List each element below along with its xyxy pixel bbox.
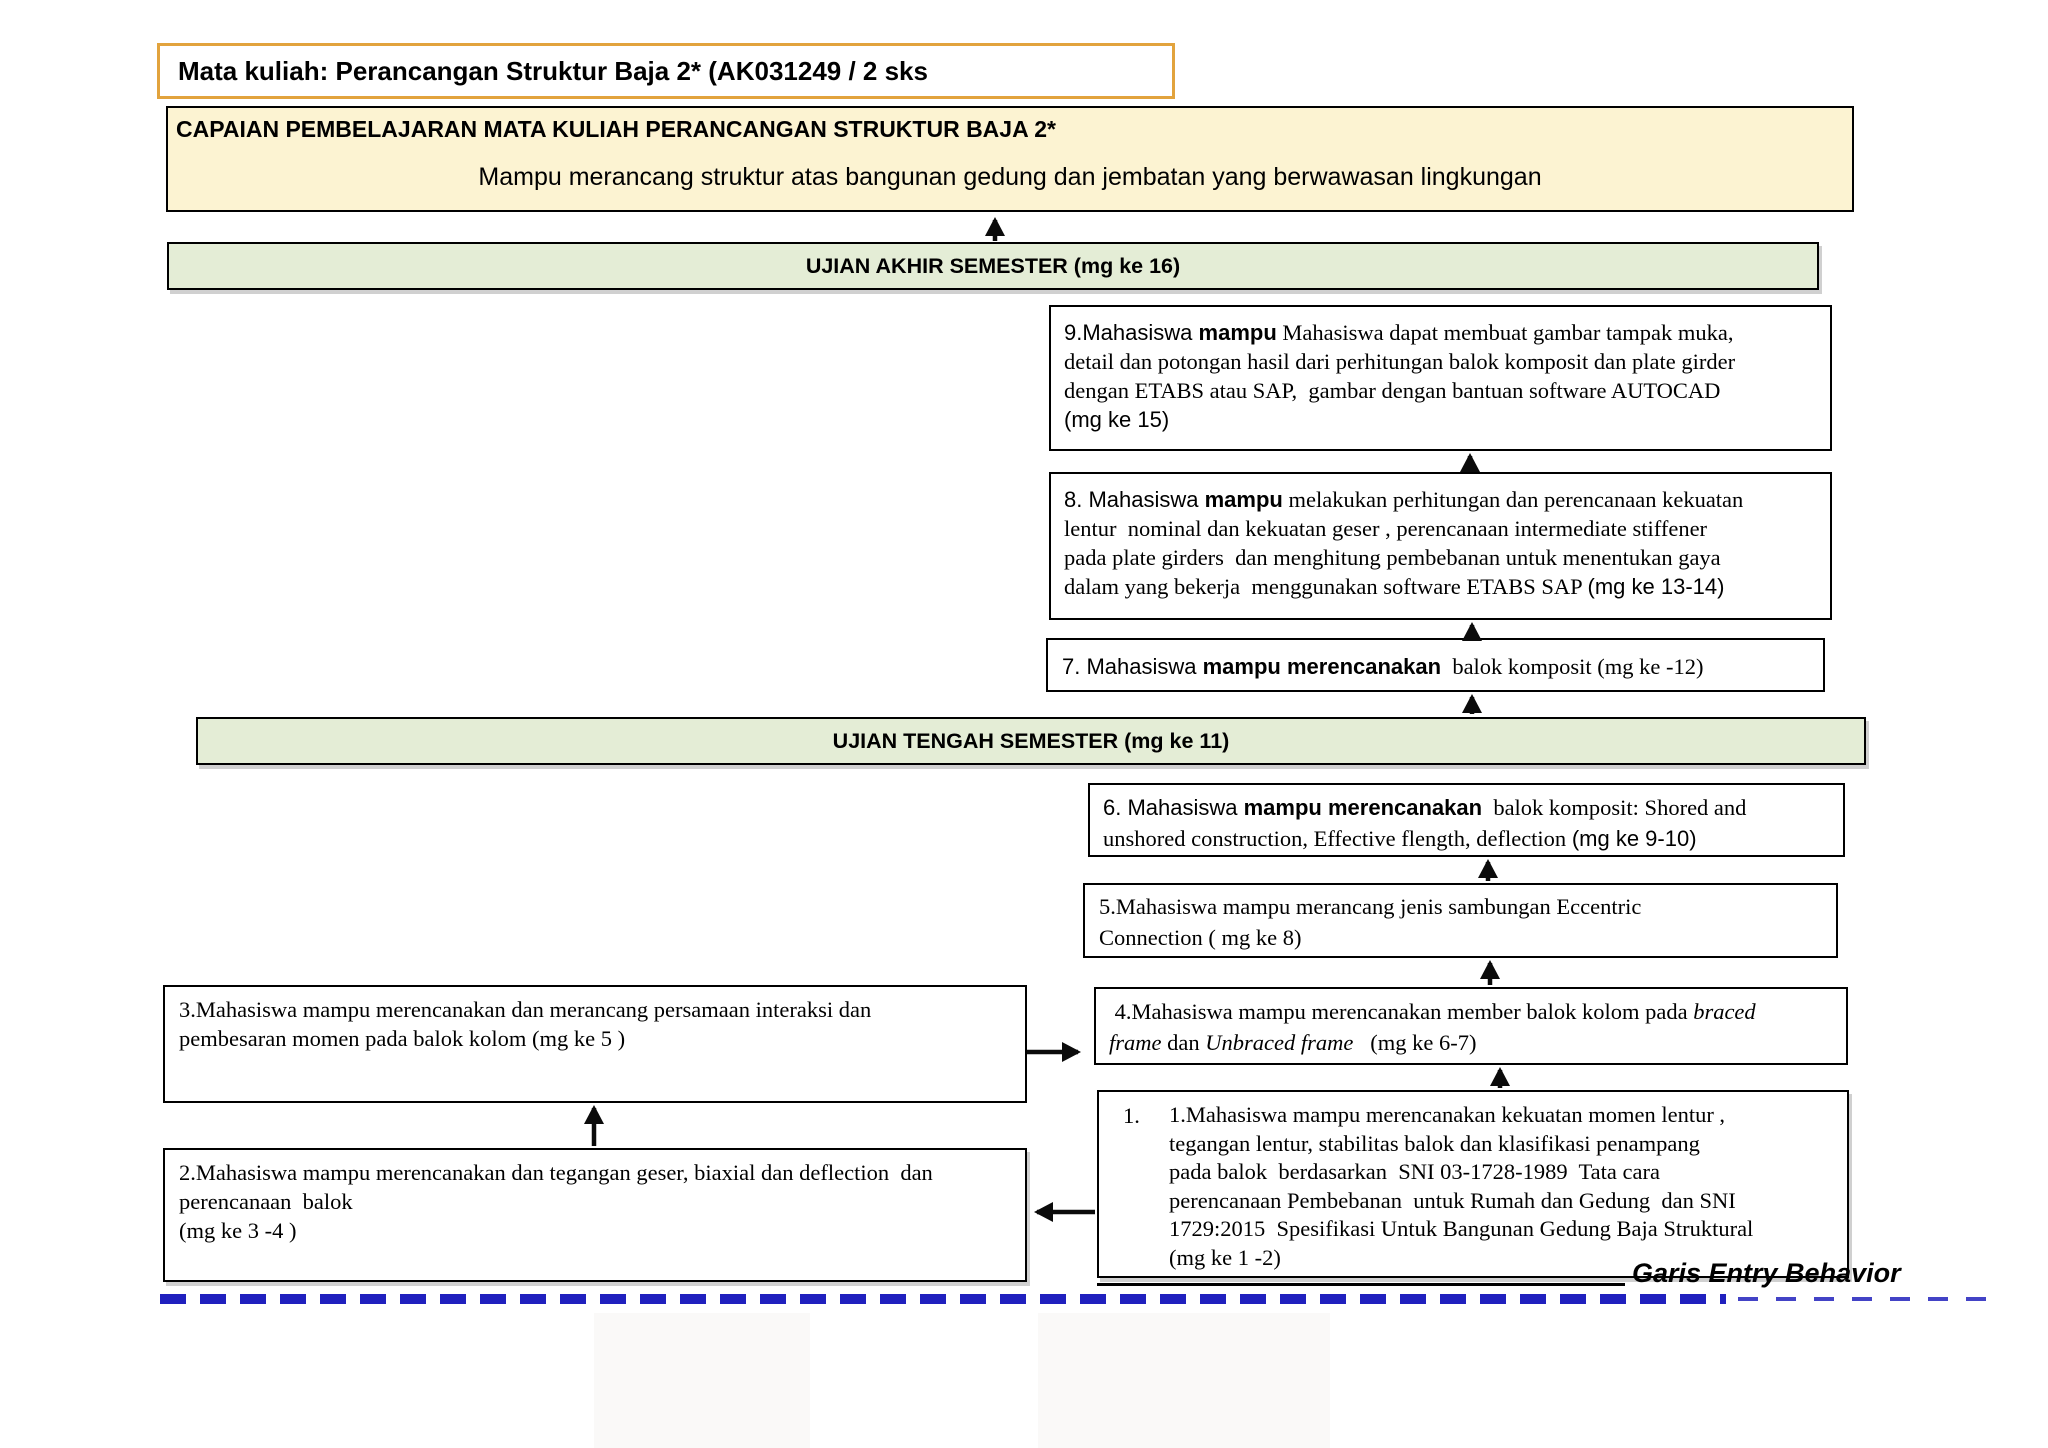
- uts-label: UJIAN TENGAH SEMESTER (mg ke 11): [832, 728, 1230, 753]
- outcome-box-4: 4.Mahasiswa mampu merencanakan member ba…: [1094, 987, 1848, 1065]
- outcome-box-2: 2.Mahasiswa mampu merencanakan dan tegan…: [163, 1148, 1027, 1282]
- outcome-3-text: 3.Mahasiswa mampu merencanakan dan meran…: [179, 997, 872, 1051]
- outcome-box-8: 8. Mahasiswa mampu melakukan perhitungan…: [1049, 472, 1832, 620]
- outcome-8-text: 8. Mahasiswa mampu melakukan perhitungan…: [1064, 487, 1744, 599]
- capaian-box: CAPAIAN PEMBELAJARAN MATA KULIAH PERANCA…: [166, 106, 1854, 212]
- entry-behavior-underline: [1097, 1283, 1625, 1286]
- capaian-description: Mampu merancang struktur atas bangunan g…: [478, 163, 1542, 191]
- outcome-7-text: 7. Mahasiswa mampu merencanakan balok ko…: [1062, 654, 1704, 679]
- outcome-box-7: 7. Mahasiswa mampu merencanakan balok ko…: [1046, 638, 1825, 692]
- outcome-box-3: 3.Mahasiswa mampu merencanakan dan meran…: [163, 985, 1027, 1103]
- uts-bar: UJIAN TENGAH SEMESTER (mg ke 11): [196, 717, 1866, 765]
- outcome-2-text: 2.Mahasiswa mampu merencanakan dan tegan…: [179, 1160, 933, 1243]
- outcome-box-1: 1. 1.Mahasiswa mampu merencanakan kekuat…: [1097, 1090, 1849, 1278]
- faint-artifact-right: [1038, 1313, 1330, 1448]
- entry-behavior-dashed-line: [160, 1294, 1726, 1304]
- course-title-box: Mata kuliah: Perancangan Struktur Baja 2…: [157, 43, 1175, 99]
- outcome-1-text: 1.Mahasiswa mampu merencanakan kekuatan …: [1169, 1102, 1754, 1270]
- course-title: Mata kuliah: Perancangan Struktur Baja 2…: [178, 55, 928, 86]
- uas-bar: UJIAN AKHIR SEMESTER (mg ke 16): [167, 242, 1819, 290]
- outcome-4-text: 4.Mahasiswa mampu merencanakan member ba…: [1109, 999, 1756, 1055]
- outcome-box-6: 6. Mahasiswa mampu merencanakan balok ko…: [1088, 783, 1845, 857]
- outcome-box-5: 5.Mahasiswa mampu merancang jenis sambun…: [1083, 883, 1838, 958]
- outcome-5-text: 5.Mahasiswa mampu merancang jenis sambun…: [1099, 894, 1642, 950]
- outcome-box-9: 9.Mahasiswa mampu Mahasiswa dapat membua…: [1049, 305, 1832, 451]
- outcome-1-number: 1.: [1123, 1103, 1140, 1128]
- faint-artifact-left: [594, 1313, 810, 1448]
- entry-behavior-label: Garis Entry Behavior: [1632, 1258, 1901, 1288]
- outcome-9-text: 9.Mahasiswa mampu Mahasiswa dapat membua…: [1064, 320, 1736, 432]
- outcome-6-text: 6. Mahasiswa mampu merencanakan balok ko…: [1103, 795, 1747, 851]
- uas-label: UJIAN AKHIR SEMESTER (mg ke 16): [805, 253, 1181, 278]
- capaian-heading: CAPAIAN PEMBELAJARAN MATA KULIAH PERANCA…: [176, 116, 1056, 142]
- entry-behavior-dashed-line-thin: [1738, 1297, 1990, 1301]
